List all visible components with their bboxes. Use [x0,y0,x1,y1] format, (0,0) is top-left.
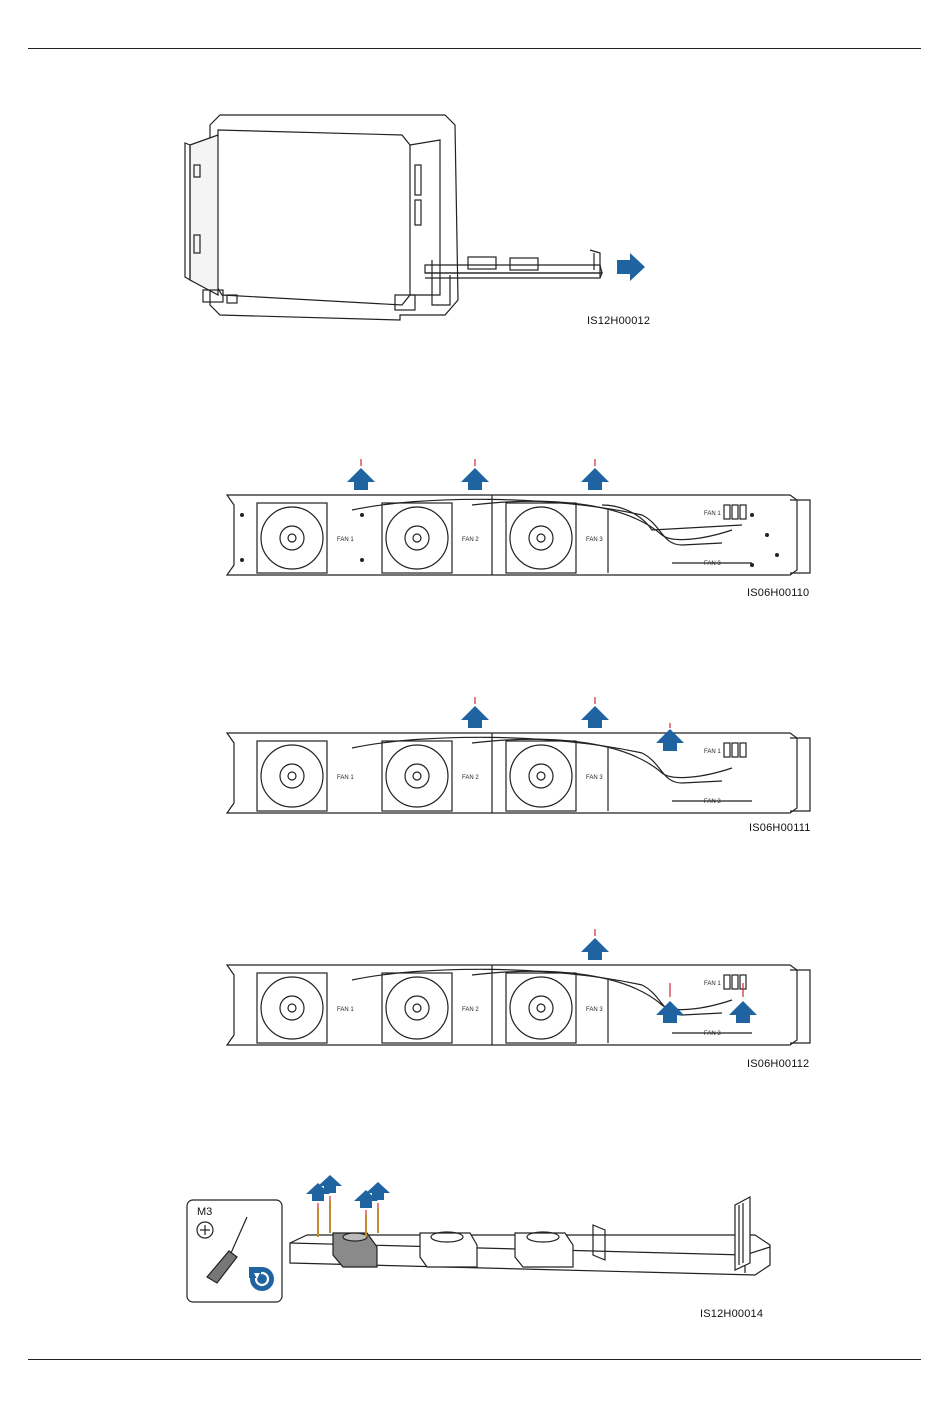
figure-caption-fan-removal: IS12H00014 [700,1308,763,1320]
figure-caption-fan-tray-3: IS06H00112 [747,1058,809,1070]
footer-rule [28,1359,921,1360]
fan-tray-figure-1: FAN 1 FAN 2 FAN 3 FAN 1 FAN 3 [222,455,812,585]
figure-caption-fan-tray-1: IS06H00110 [747,587,809,599]
inverter-figure [170,105,670,330]
fan-tray-figure-2: FAN 1 FAN 2 FAN 3 FAN 1 FAN 3 [222,693,812,823]
fan-tray-figure-3: FAN 1 FAN 2 FAN 3 FAN 1 FAN 3 [222,925,812,1055]
fan-label-2: FAN 2 [462,775,479,781]
figure-caption-fan-tray-2: IS06H00111 [749,822,811,834]
fan-removal-figure: M3 [185,1175,780,1305]
fan-label-1: FAN 1 [337,1007,354,1013]
fan-label-1: FAN 1 [337,537,354,543]
fan-label-2: FAN 2 [462,537,479,543]
connector-label-1: FAN 1 [704,981,721,987]
header-rule [28,48,921,49]
fan-label-1: FAN 1 [337,775,354,781]
fan-label-2: FAN 2 [462,1007,479,1013]
connector-label-1: FAN 1 [704,511,721,517]
fan-label-3: FAN 3 [586,1007,603,1013]
fan-label-3: FAN 3 [586,775,603,781]
screw-spec-label: M3 [197,1206,212,1218]
connector-label-1: FAN 1 [704,749,721,755]
connector-label-3: FAN 3 [704,561,721,567]
connector-label-3: FAN 3 [704,1031,721,1037]
connector-label-3: FAN 3 [704,799,721,805]
figure-caption-inverter: IS12H00012 [587,315,650,327]
fan-label-3: FAN 3 [586,537,603,543]
